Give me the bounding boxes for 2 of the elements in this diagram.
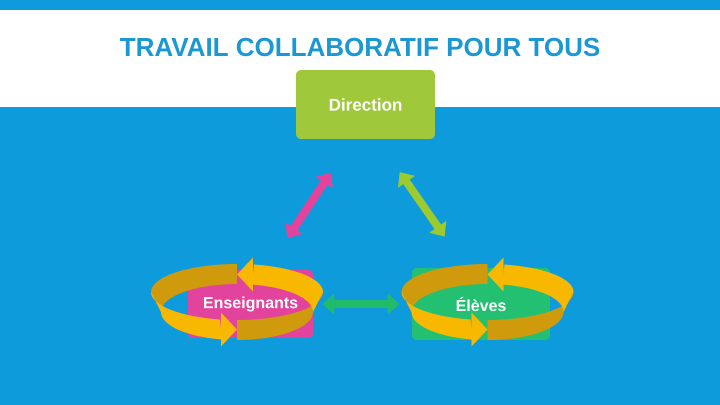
label-box: Direction (296, 70, 435, 139)
title: TRAVAIL COLLABORATIF POUR TOUS (120, 38, 600, 56)
